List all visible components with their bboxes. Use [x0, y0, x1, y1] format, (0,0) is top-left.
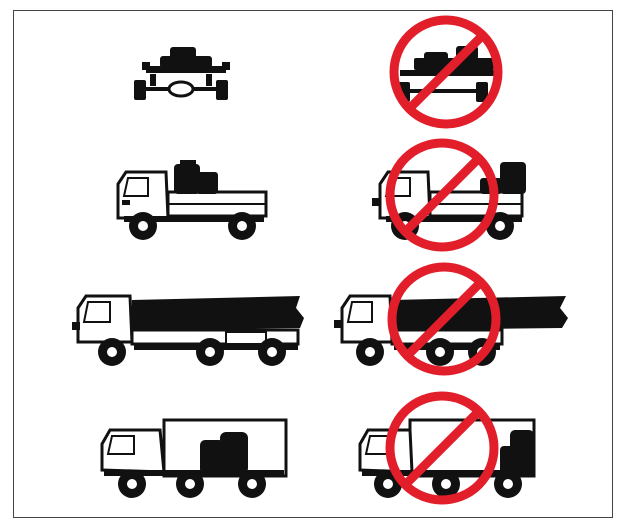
row-4-right-box-truck	[360, 420, 534, 498]
row-4-left-box-truck	[102, 420, 286, 498]
row-3-left-long-truck	[72, 296, 304, 366]
row-1-left-trolley	[134, 47, 230, 100]
row-2-left-light-truck	[118, 160, 266, 240]
